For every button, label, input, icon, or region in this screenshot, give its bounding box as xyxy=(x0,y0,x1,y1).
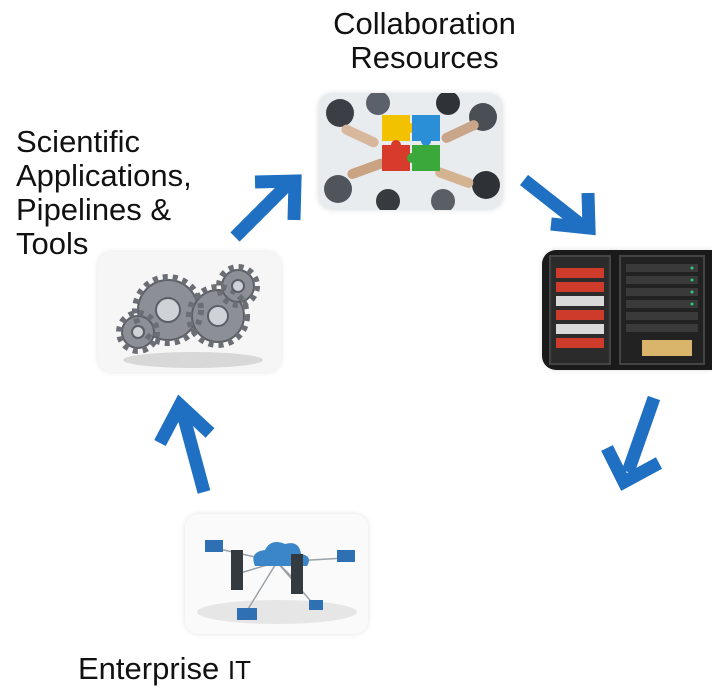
arrow-collaboration-to-compute xyxy=(519,174,596,236)
gears-icon xyxy=(98,252,281,372)
server-rack-icon xyxy=(542,250,712,370)
arrow-enterprise-to-scientific xyxy=(154,394,215,494)
collaboration-label-line-2: Resources xyxy=(350,40,499,75)
scientific-label-line-1: Scientific xyxy=(16,124,141,159)
enterprise-label: Enterprise IT xyxy=(78,652,251,687)
gears-image xyxy=(98,252,281,372)
scientific-label: Scientific Applications, Pipelines & Too… xyxy=(16,125,192,261)
arrow-compute-to-enterprise xyxy=(601,395,663,491)
network-cloud-icon xyxy=(185,514,368,634)
scientific-label-line-2: Applications, xyxy=(16,158,192,193)
enterprise-label-main: Enterprise xyxy=(78,651,220,686)
server-rack-image xyxy=(542,250,712,370)
arrow-scientific-to-collaboration xyxy=(230,174,302,242)
collaboration-label: Collaboration Resources xyxy=(312,7,537,75)
collaboration-label-line-1: Collaboration xyxy=(333,6,516,41)
network-image xyxy=(185,514,368,634)
puzzle-hands-icon xyxy=(318,93,503,210)
enterprise-label-suffix: IT xyxy=(227,655,252,685)
scientific-label-line-3: Pipelines & xyxy=(16,192,172,227)
collaboration-image xyxy=(318,93,503,210)
scientific-label-line-4: Tools xyxy=(16,226,89,261)
